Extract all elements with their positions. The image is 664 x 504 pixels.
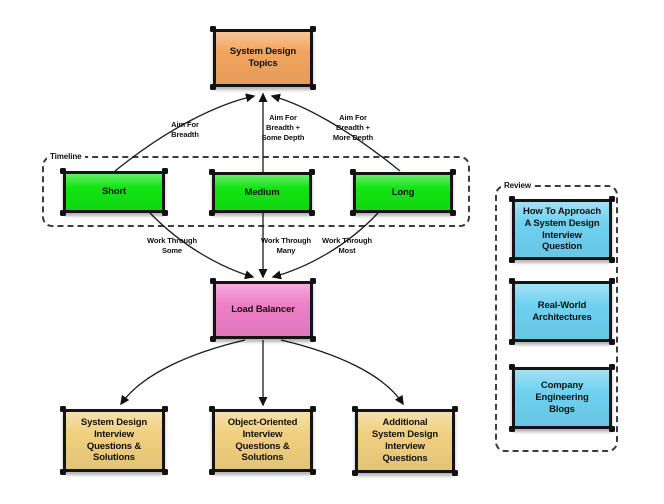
timeline-group-label: Timeline [47, 152, 85, 161]
node-real-world-architectures: Real-World Architectures [509, 278, 615, 342]
node-load-balancer: Load Balancer [210, 278, 316, 339]
review-group [495, 185, 618, 452]
edge-label-work-through-some: Work Through Some [147, 236, 197, 255]
edge-label-work-through-many: Work Through Many [261, 236, 311, 255]
node-additional-system-design-questions: Additional System Design Interview Quest… [352, 406, 458, 473]
node-how-to-approach-label: How To Approach A System Design Intervie… [523, 205, 601, 253]
node-system-design-topics-label: System Design Topics [229, 46, 297, 69]
edge-label-aim-for-breadth-some-depth: Aim For Breadth + Some Depth [261, 113, 305, 142]
node-system-design-interview-questions-label: System Design Interview Questions & Solu… [80, 416, 148, 464]
node-load-balancer-label: Load Balancer [231, 304, 295, 316]
node-object-oriented-interview-questions: Object-Oriented Interview Questions & So… [209, 406, 316, 472]
node-long: Long [350, 169, 456, 213]
node-medium-label: Medium [244, 186, 280, 198]
review-group-label: Review [501, 181, 534, 190]
edge-loadbalancer-to-sdi-questions [120, 339, 246, 406]
node-medium: Medium [209, 169, 315, 213]
node-system-design-topics: System Design Topics [210, 26, 316, 87]
node-company-engineering-blogs-label: Company Engineering Blogs [535, 380, 589, 415]
node-short-label: Short [101, 186, 127, 198]
node-object-oriented-interview-questions-label: Object-Oriented Interview Questions & So… [227, 416, 298, 464]
node-long-label: Long [391, 186, 415, 198]
edge-label-aim-for-breadth-more-depth: Aim For Breadth + More Depth [332, 113, 374, 142]
node-real-world-architectures-label: Real-World Architectures [532, 299, 592, 323]
node-additional-system-design-questions-label: Additional System Design Interview Quest… [371, 417, 439, 464]
node-short: Short [60, 168, 168, 213]
node-how-to-approach: How To Approach A System Design Intervie… [509, 196, 615, 260]
edge-label-work-through-most: Work Through Most [322, 236, 372, 255]
timeline-group [42, 156, 470, 227]
edge-loadbalancer-to-additional-questions [280, 339, 404, 406]
node-system-design-interview-questions: System Design Interview Questions & Solu… [60, 406, 168, 472]
node-company-engineering-blogs: Company Engineering Blogs [509, 364, 615, 429]
edge-label-aim-for-breadth: Aim For Breadth [171, 120, 199, 139]
